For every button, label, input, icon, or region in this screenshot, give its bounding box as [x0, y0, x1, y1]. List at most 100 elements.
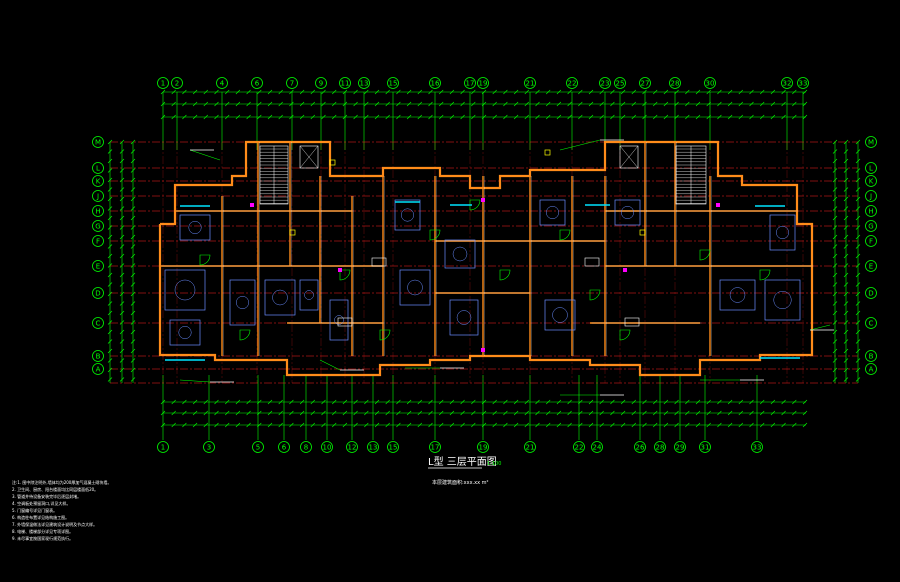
dimension-tick — [364, 422, 369, 428]
dimension-tick — [610, 399, 615, 405]
dimension-tick — [107, 168, 113, 173]
dimension-tick — [843, 206, 849, 211]
dimension-tick — [299, 89, 305, 95]
dimension-tick — [567, 410, 572, 416]
dimension-tick — [119, 234, 125, 240]
dimension-tick — [535, 101, 540, 107]
axis-bubble-bottom-circle — [573, 441, 585, 453]
dimension-tick — [642, 114, 647, 120]
dimension-tick — [257, 114, 262, 120]
dimension-tick — [119, 225, 125, 230]
dimension-tick — [578, 399, 583, 405]
dimension-tick — [770, 399, 776, 405]
axis-bubble-top-circle — [464, 77, 476, 89]
axis-bubble-bottom-circle — [524, 441, 536, 453]
dimension-tick — [663, 114, 669, 120]
dimension-tick — [855, 320, 861, 325]
axis-bubble-top-circle — [639, 77, 651, 89]
axis-bubble-bottom-circle — [654, 441, 666, 453]
axis-bubble-top-label: 27 — [641, 79, 650, 87]
dimension-tick — [107, 225, 113, 230]
dimension-tick — [832, 320, 838, 325]
furniture — [264, 279, 296, 316]
dimension-tick — [331, 89, 337, 95]
dimension-tick — [214, 422, 219, 428]
dimension-tick — [130, 177, 136, 183]
dimension-tick — [107, 149, 113, 154]
dimension-tick — [449, 89, 455, 95]
axis-bubble-left-circle — [92, 317, 104, 329]
dimension-tick — [310, 422, 316, 428]
axis-bubble-top-label: 25 — [616, 79, 625, 87]
dimension-tick — [224, 422, 230, 428]
axis-bubble-bottom-circle — [321, 441, 333, 453]
dimension-tick — [246, 89, 251, 95]
dimension-tick — [832, 282, 838, 287]
dimension-tick — [567, 89, 572, 95]
dimension-tick — [855, 253, 861, 259]
furniture-fixture — [621, 206, 634, 219]
dimension-tick — [567, 101, 572, 107]
axis-bubble-bottom-circle — [591, 441, 603, 453]
dimension-tick — [843, 329, 849, 335]
dimension-tick — [695, 114, 701, 120]
dimension-tick — [503, 89, 508, 95]
dimension-tick — [267, 89, 273, 95]
dimension-tick — [449, 422, 455, 428]
axis-bubble-right-label: M — [868, 138, 874, 146]
dimension-tick — [246, 410, 251, 416]
dimension-tick — [130, 253, 136, 259]
dimension-tick — [224, 89, 230, 95]
axis-bubble-left-circle — [92, 220, 104, 232]
furniture-fixture — [452, 246, 468, 262]
dimension-tick — [843, 367, 849, 373]
dimension-tick — [130, 377, 136, 382]
dimension-tick — [171, 114, 176, 120]
axis-bubble-left-label: M — [95, 138, 101, 146]
dimension-tick — [695, 410, 701, 416]
dimension-tick — [119, 253, 125, 259]
dimension-tick — [620, 399, 626, 405]
dimension-tick — [843, 187, 849, 192]
axis-bubble-bottom-circle — [367, 441, 379, 453]
dimension-tick — [832, 225, 838, 230]
dimension-tick — [832, 358, 838, 363]
dimension-tick — [578, 89, 583, 95]
dimension-tick — [695, 101, 701, 107]
dimension-tick — [695, 399, 701, 405]
axis-bubble-right-label: B — [869, 352, 874, 360]
axis-bubble-top-label: 23 — [601, 79, 610, 87]
furniture — [394, 199, 421, 231]
dimension-tick — [855, 310, 861, 316]
dimension-tick — [588, 422, 594, 428]
marker — [481, 198, 485, 202]
dimension-tick — [449, 114, 455, 120]
axis-bubble-top-label: 16 — [431, 79, 440, 87]
axis-bubble-bottom-label: 24 — [593, 443, 602, 451]
dimension-tick — [631, 399, 637, 405]
door-swing — [499, 269, 511, 281]
dimension-tick — [843, 234, 849, 240]
axis-bubble-bottom-label: 28 — [656, 443, 665, 451]
dimension-tick — [717, 89, 722, 95]
dimension-tick — [310, 101, 316, 107]
dimension-tick — [203, 422, 209, 428]
leader-line — [179, 379, 211, 383]
dimension-tick — [832, 158, 838, 164]
dimension-tick — [610, 114, 615, 120]
dimension-tick — [396, 101, 401, 107]
dimension-tick — [556, 114, 562, 120]
axis-bubble-right-label: G — [868, 222, 873, 230]
dimension-tick — [417, 114, 423, 120]
dimension-tick — [695, 422, 701, 428]
door-swing — [559, 229, 571, 241]
dimension-tick — [556, 410, 562, 416]
dimension-tick — [321, 89, 326, 95]
dimension-tick — [832, 206, 838, 211]
fixture — [289, 229, 296, 236]
dimension-tick — [182, 399, 187, 405]
dimension-tick — [353, 101, 358, 107]
dimension-tick — [130, 263, 136, 268]
dimension-tick — [855, 244, 861, 249]
room-tag — [371, 257, 387, 267]
